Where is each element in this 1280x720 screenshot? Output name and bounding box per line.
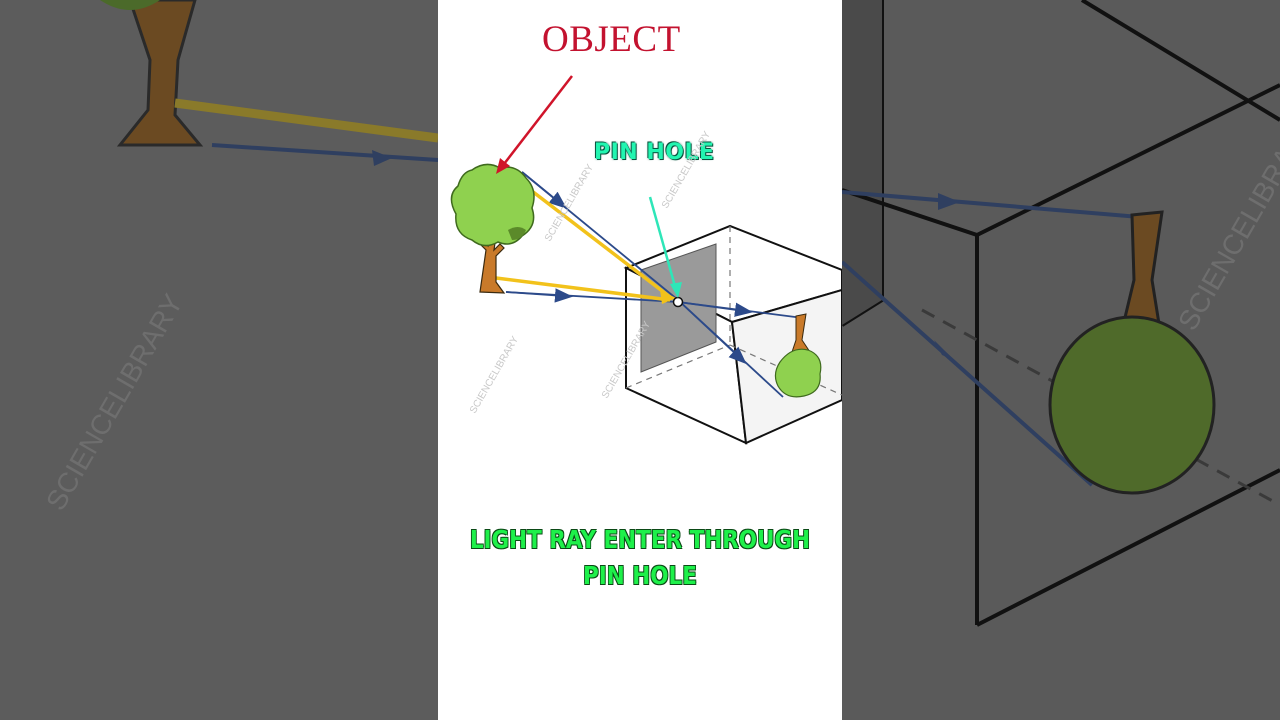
ray-top-outgoing-arrow [677, 299, 747, 365]
image-tree-foliage [774, 348, 822, 398]
right-background-zoom: SCIENCELIBRARY [842, 0, 1280, 720]
zoomed-blue-ray-top [842, 190, 1153, 220]
zoomed-blue-ray-bottom [842, 260, 1094, 487]
box-hidden-edge-bottom [625, 344, 731, 389]
zoomed-box-top-edge [976, 83, 1280, 237]
object-tree-foliage [450, 163, 535, 247]
zoomed-inverted-foliage [1048, 315, 1216, 495]
pinhole-camera-diagram [450, 75, 842, 445]
object-tree-shadow [508, 227, 526, 240]
zoomed-box-bottom-edge [976, 468, 1280, 627]
zoomed-trunk-shape [116, 0, 204, 147]
object-pointer-arrow [503, 75, 573, 165]
pin-hole-pointer-arrowhead [670, 282, 682, 298]
zoomed-ray-arrowhead-top [938, 193, 960, 210]
zoomed-blue-ray [211, 143, 438, 162]
caption-line-2: PIN HOLE [583, 561, 697, 590]
right-zoom-illustration [842, 0, 1280, 720]
zoomed-yellow-ray [174, 98, 438, 143]
box-hidden-edge-back [729, 344, 842, 396]
left-zoom-illustration [0, 0, 438, 720]
zoomed-foliage-shape [100, 0, 160, 10]
zoomed-box-back-edge [1080, 0, 1280, 122]
caption: LIGHT RAY ENTER THROUGH PIN HOLE [466, 522, 813, 594]
yellow-ray-arrowhead [660, 290, 676, 304]
yellow-ray-bottom [495, 276, 671, 302]
ray-bottom-outgoing-arrow [677, 301, 753, 317]
caption-line-1: LIGHT RAY ENTER THROUGH [469, 525, 811, 554]
zoomed-ray-arrowhead [372, 150, 392, 166]
pinhole-screen [640, 243, 717, 373]
zoomed-ray-arrowhead-bottom [934, 340, 954, 360]
object-label: OBJECT [542, 19, 681, 60]
zoomed-box-screen [842, 0, 882, 325]
diagram-panel: OBJECT PIN HOLE SCIENCELIBRARY SCIENCELI… [438, 0, 842, 720]
ray-top-arrow [521, 171, 567, 209]
pin-hole [672, 296, 684, 308]
pin-hole-label: PIN HOLE [594, 140, 715, 165]
ray-bottom-arrow [505, 288, 573, 303]
zoomed-box-side-edge [842, 188, 978, 237]
object-pointer-arrowhead [496, 158, 510, 174]
yellow-ray-top [526, 186, 672, 299]
pin-hole-pointer-arrow [648, 196, 678, 291]
left-background-zoom: SCIENCELIBRARY [0, 0, 438, 720]
